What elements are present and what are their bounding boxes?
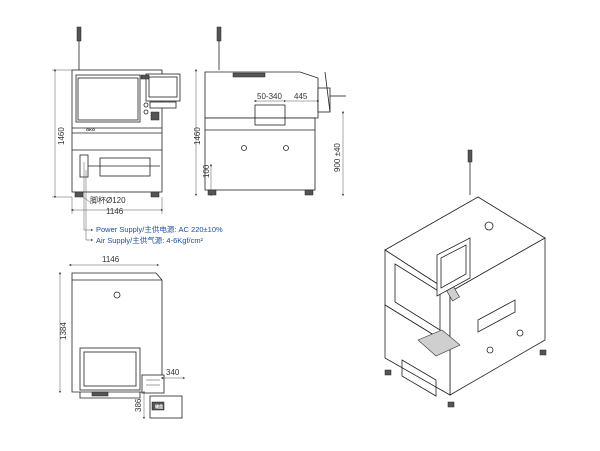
front-cabinet-door [99, 157, 151, 177]
front-signal-tower-lamp [76, 26, 82, 42]
top-front-panel [79, 347, 141, 391]
front-keyboard-tray [149, 101, 177, 109]
side-height-dim: 1460 [193, 127, 202, 145]
side-port-2 [283, 145, 289, 151]
side-foot-left [207, 189, 217, 196]
power-supply-note: Power Supply/主供电源: AC 220±10% [96, 224, 223, 234]
front-foot-right [150, 191, 160, 198]
front-monitor-screen [148, 76, 178, 98]
side-logo-plate [232, 72, 266, 78]
side-view: 1460 100 50-340 445 900 ±40 [193, 26, 346, 197]
top-control-box [141, 374, 165, 394]
front-logo-plate [140, 74, 150, 80]
rail-offset-dim: 445 [294, 92, 308, 101]
side-main-body [204, 117, 316, 191]
iso-port-1 [486, 346, 494, 354]
front-window-inner [77, 77, 139, 121]
rail-height-dim: 900 ±40 [333, 143, 342, 172]
front-width-dim: 1146 [106, 207, 124, 216]
rail-range-dim: 50-340 [257, 92, 282, 101]
foot-cup-label: 脚杯Ø120 [90, 195, 126, 205]
front-foot-left [74, 191, 84, 198]
iso-monitor-screen [440, 244, 467, 289]
side-signal-tower-lamp [216, 26, 222, 42]
iso-cabinet-door [401, 359, 437, 397]
keyboard-offset-dim: 340 [166, 368, 180, 377]
top-keyboard-label: 键盘 [154, 403, 163, 409]
iso-port-2 [516, 329, 524, 337]
iso-conveyor-opening [477, 299, 516, 333]
top-view: 1146 键盘 1384 340 386 [58, 255, 186, 420]
iso-foot-3 [539, 349, 547, 356]
keyboard-depth-dim: 386 [134, 398, 143, 412]
top-keyboard [149, 395, 183, 419]
iso-foot-2 [447, 401, 455, 408]
top-front-lip [79, 392, 141, 399]
side-foot-dim: 100 [202, 164, 211, 178]
front-monitor [145, 73, 181, 102]
side-conveyor-opening [254, 104, 286, 126]
side-port-1 [241, 145, 247, 151]
front-estop [150, 111, 160, 121]
iso-monitor [436, 237, 471, 297]
front-logo: GKG [86, 127, 95, 132]
air-supply-note: Air Supply/主供气源: 4-6Kgf/cm² [96, 235, 204, 245]
front-window [75, 74, 141, 123]
front-view: GKG 1460 1146 脚杯Ø120 [52, 26, 181, 242]
top-width-dim: 1146 [102, 255, 120, 264]
iso-lower-cabinet [384, 304, 451, 396]
top-depth-dim: 1384 [59, 322, 68, 340]
side-foot-right [304, 189, 314, 196]
iso-top-mark [484, 221, 494, 231]
iso-front-window [394, 263, 441, 331]
top-center-mark [113, 291, 121, 299]
iso-keyboard-tray [417, 329, 461, 357]
isometric-view [384, 149, 547, 408]
front-height-dim: 1460 [57, 127, 66, 145]
iso-foot-1 [384, 369, 392, 376]
top-outline [71, 272, 163, 393]
iso-signal-tower-lamp [467, 149, 473, 163]
